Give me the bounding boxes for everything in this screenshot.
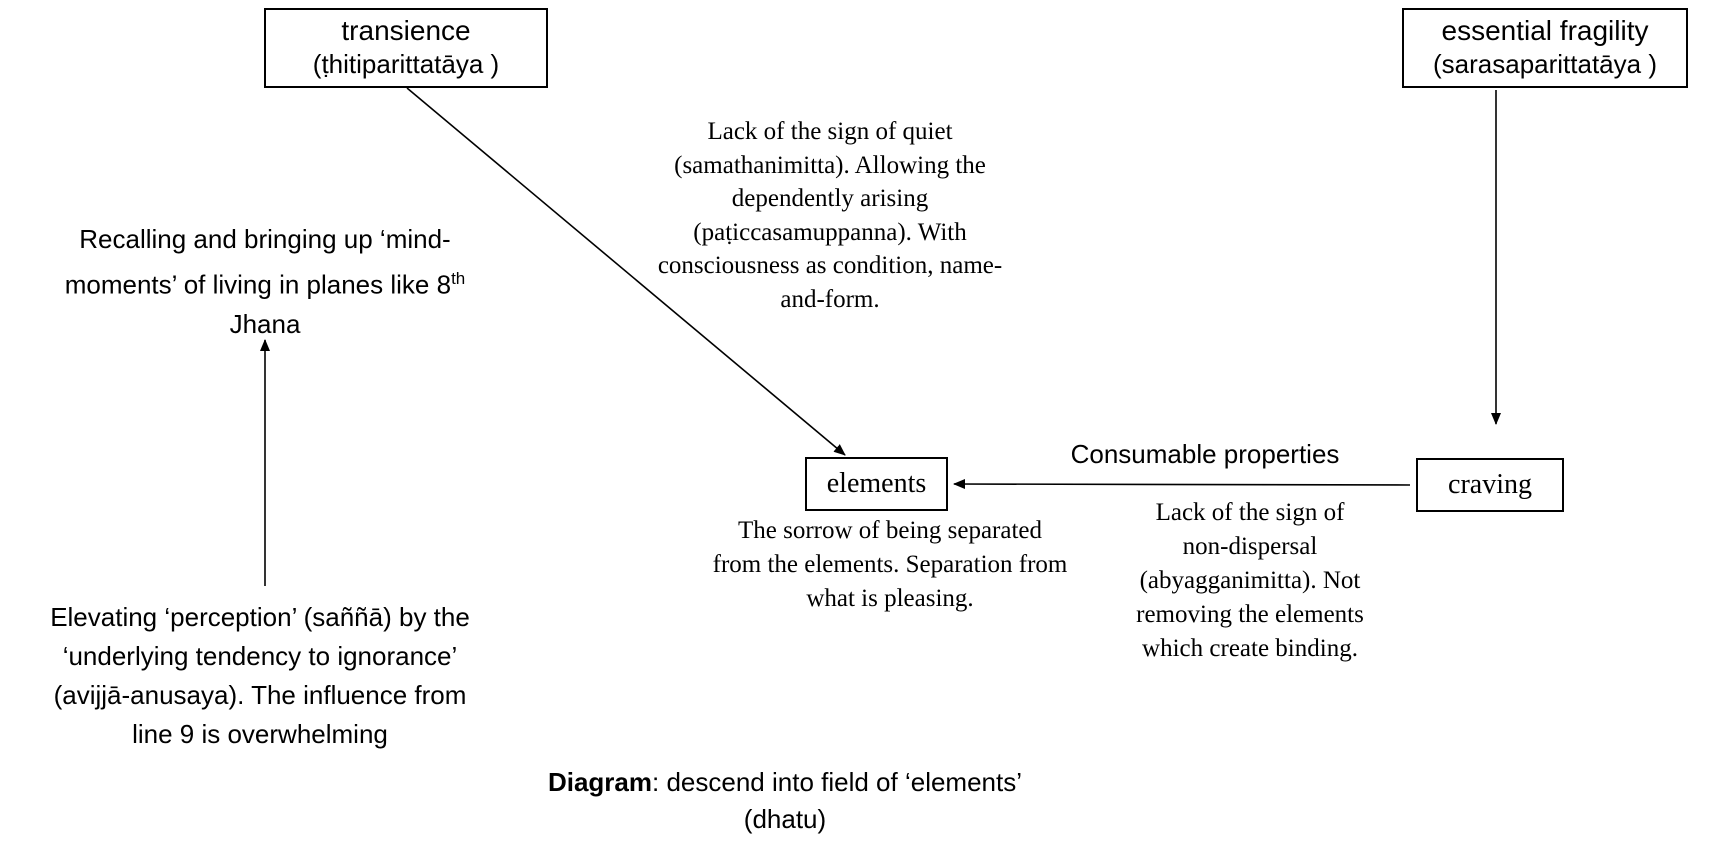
- recalling-annotation: Recalling and bringing up ‘mind- moments…: [40, 220, 490, 344]
- quiet-line-4: (paṭiccasamuppanna). With: [693, 218, 967, 246]
- recalling-line-1: Recalling and bringing up ‘mind-: [79, 224, 451, 254]
- quiet-line-3: dependently arising: [731, 185, 929, 212]
- fragility-title: essential fragility: [1441, 15, 1649, 46]
- fragility-box: essential fragility (sarasaparittatāya ): [1402, 8, 1688, 88]
- caption-line-1: Diagram: descend into field of ‘elements…: [460, 764, 1110, 801]
- quiet-line-5: consciousness as condition, name-: [657, 252, 1003, 279]
- fragility-subtitle: (sarasaparittatāya ): [1433, 49, 1657, 79]
- elevating-line-3: (avijjā-anusaya). The influence from: [53, 680, 467, 710]
- elevating-annotation: Elevating ‘perception’ (saññā) by the ‘u…: [10, 598, 510, 754]
- recalling-line-3: Jhana: [229, 308, 301, 339]
- transience-box: transience (ṭhitiparittatāya ): [264, 8, 548, 88]
- dispersal-line-1: Lack of the sign of: [1155, 499, 1345, 526]
- recalling-line-2: moments’ of living in planes like 8th: [40, 259, 490, 305]
- sorrow-line-3: what is pleasing.: [806, 585, 974, 612]
- quiet-line-6: and-form.: [780, 285, 880, 313]
- sorrow-line-2: from the elements. Separation from: [712, 551, 1068, 578]
- transience-title: transience: [341, 15, 471, 46]
- caption-rest: : descend into field of ‘elements’: [652, 767, 1023, 797]
- dispersal-annotation: Lack of the sign of non-dispersal (abyag…: [1100, 496, 1400, 666]
- recalling-line-2-text: moments’ of living in planes like 8: [64, 269, 452, 300]
- elevating-line-2: ‘underlying tendency to ignorance’: [62, 641, 458, 671]
- sorrow-line-1: The sorrow of being separated: [737, 517, 1043, 544]
- dispersal-line-4: removing the elements: [1136, 601, 1364, 628]
- quiet-line-2: (samathanimitta). Allowing the: [674, 151, 986, 179]
- diagram-caption: Diagram: descend into field of ‘elements…: [460, 764, 1110, 838]
- transience-subtitle: (ṭhitiparittatāya ): [312, 49, 500, 79]
- quiet-line-1: Lack of the sign of quiet: [707, 118, 953, 145]
- elevating-line-1: Elevating ‘perception’ (saññā) by the: [50, 602, 470, 632]
- craving-box: craving: [1416, 458, 1564, 512]
- dispersal-line-5: which create binding.: [1142, 635, 1358, 662]
- quiet-annotation: Lack of the sign of quiet (samathanimitt…: [630, 115, 1030, 316]
- arrow-transience-to-elements: [406, 87, 846, 456]
- sorrow-annotation: The sorrow of being separated from the e…: [680, 514, 1100, 616]
- arrow-craving-to-elements: [953, 479, 1411, 490]
- consumable-label-text: Consumable properties: [1070, 439, 1340, 469]
- caption-bold: Diagram: [547, 767, 653, 797]
- craving-title: craving: [1448, 469, 1532, 500]
- caption-line-2: (dhatu): [743, 804, 827, 834]
- elevating-line-4: line 9 is overwhelming: [132, 719, 388, 749]
- dispersal-line-2: non-dispersal: [1182, 533, 1318, 560]
- consumable-properties-label: Consumable properties: [1020, 437, 1390, 471]
- elements-title: elements: [826, 468, 927, 499]
- recalling-superscript: th: [451, 269, 466, 288]
- elements-box: elements: [805, 457, 948, 511]
- dispersal-line-3: (abyagganimitta). Not: [1139, 567, 1361, 594]
